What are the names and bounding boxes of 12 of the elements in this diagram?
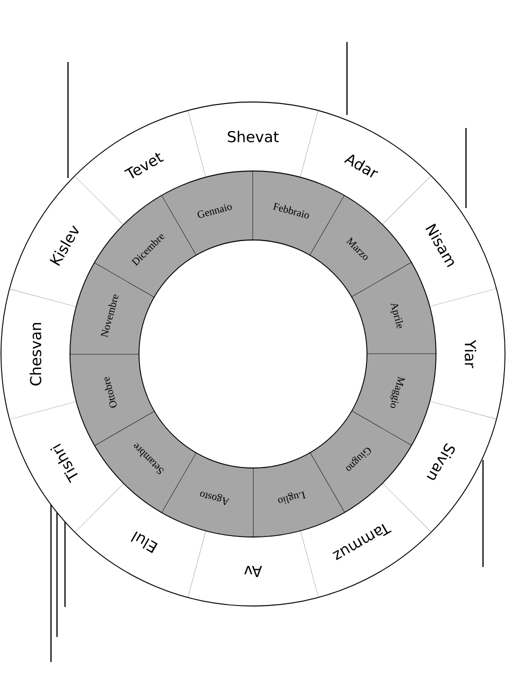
ring-segment: Maggio — [351, 354, 436, 446]
ring-segment: Chesvan — [1, 288, 77, 420]
node-label: Adar — [344, 154, 378, 178]
node-label: Chesvan — [30, 322, 42, 386]
ring-segment: Av — [187, 530, 318, 606]
node-label: Av — [244, 566, 262, 577]
ring-segment: Luglio — [252, 452, 344, 538]
ring-segment: Yiar — [429, 288, 505, 420]
node-label: Yiar — [464, 340, 476, 368]
node-label: Elul — [130, 531, 158, 554]
ring-segment: Aprile — [352, 262, 436, 354]
ring-segment: Febbraio — [253, 171, 345, 256]
